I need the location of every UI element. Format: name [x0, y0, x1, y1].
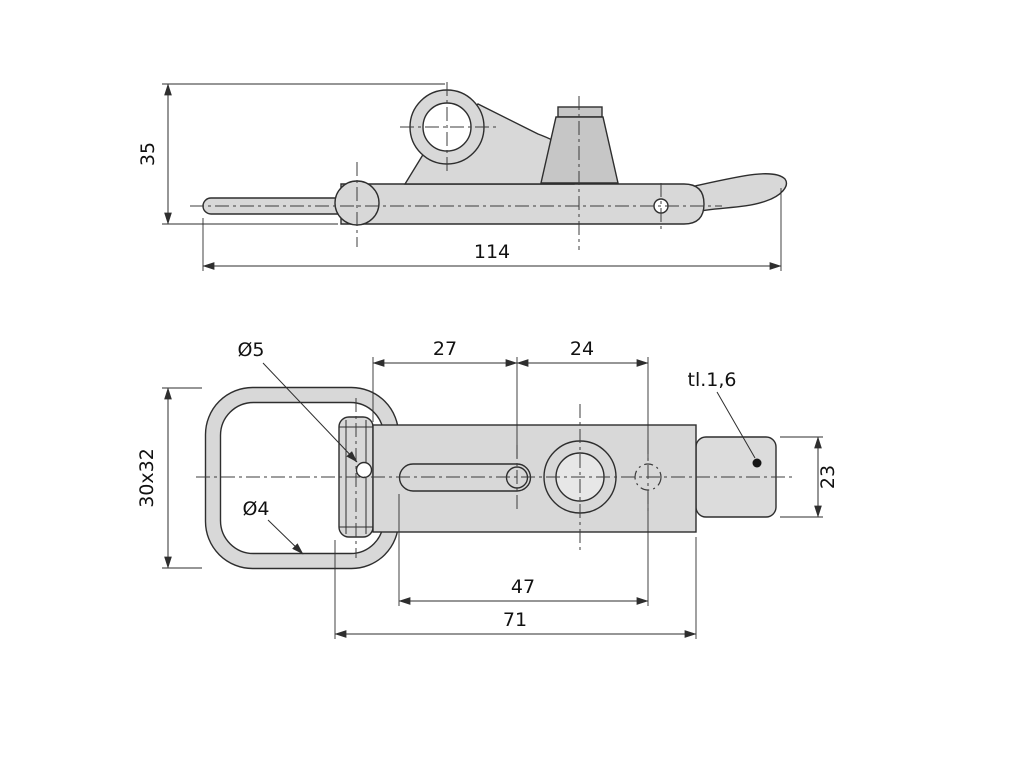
label-wire-dia: Ø4: [242, 498, 304, 555]
dim-hole-center: 24: [516, 338, 649, 460]
dim-length-label: 114: [474, 241, 510, 263]
label-pivot-hole: Ø5: [237, 339, 358, 463]
label-wire-dia-text: Ø4: [242, 498, 269, 520]
dim-body-span-label: 71: [503, 609, 527, 631]
side-view-centerlines: [190, 82, 722, 250]
dim-slot-center: 27: [372, 338, 518, 458]
spring-wire-hook: [694, 173, 787, 213]
label-thickness: tl.1,6: [688, 369, 756, 459]
dim-slot-span-label: 47: [511, 576, 535, 598]
dim-plate-height: 23: [780, 436, 839, 518]
dim-hole-center-label: 24: [570, 338, 594, 360]
side-view: 35 114: [137, 82, 787, 271]
dim-plate-height-label: 23: [817, 465, 839, 489]
pivot-hole: [355, 461, 373, 479]
plan-view: 27 24 47 71 30x32: [136, 338, 839, 639]
dim-height: 35: [137, 83, 445, 225]
label-thickness-text: tl.1,6: [688, 369, 737, 391]
label-pivot-hole-text: Ø5: [237, 339, 264, 361]
dim-slot-center-label: 27: [433, 338, 457, 360]
dim-body-span: 71: [334, 537, 697, 639]
dim-height-label: 35: [137, 142, 159, 166]
dim-slot-span: 47: [398, 492, 649, 606]
dim-loop-size: 30x32: [136, 387, 202, 569]
thickness-dot: [752, 458, 762, 468]
latch-base-side: [340, 183, 705, 225]
dim-loop-size-label: 30x32: [136, 448, 158, 508]
dim-length: 114: [202, 188, 782, 271]
